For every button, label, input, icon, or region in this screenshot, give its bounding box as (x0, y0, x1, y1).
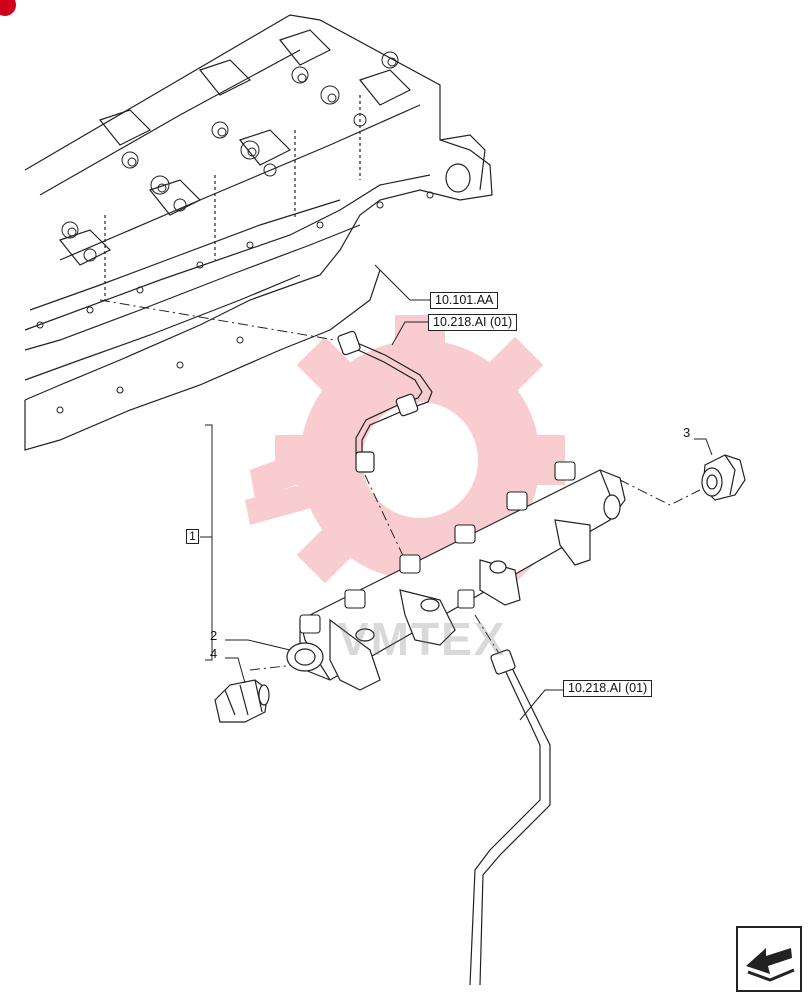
reference-upper-pipe[interactable]: 10.218.AI (01) (428, 314, 518, 331)
head-bolts (36, 51, 434, 414)
corner-badge-icon (0, 0, 16, 16)
callout-leaders (200, 424, 713, 684)
lower-fuel-pipe (469, 649, 551, 986)
fuel-rail (286, 469, 626, 691)
page-back-arrow-icon[interactable] (736, 926, 802, 992)
upper-fuel-pipe (337, 330, 433, 473)
pressure-sensor (214, 679, 270, 723)
reference-leaders (374, 264, 563, 721)
watermark-text: VMTEX (338, 613, 507, 665)
callout-group-1: 1 (186, 529, 199, 544)
callout-3: 3 (683, 425, 691, 440)
reference-engine-block[interactable]: 10.101.AA (430, 292, 499, 309)
callout-2: 2 (210, 628, 218, 643)
reference-lower-pipe[interactable]: 10.218.AI (01) (563, 680, 653, 697)
assembly-centerlines (99, 299, 701, 671)
rail-outlets (299, 461, 576, 634)
rail-plug (701, 454, 746, 501)
cylinder-head (24, 14, 493, 451)
callout-4: 4 (210, 646, 218, 661)
